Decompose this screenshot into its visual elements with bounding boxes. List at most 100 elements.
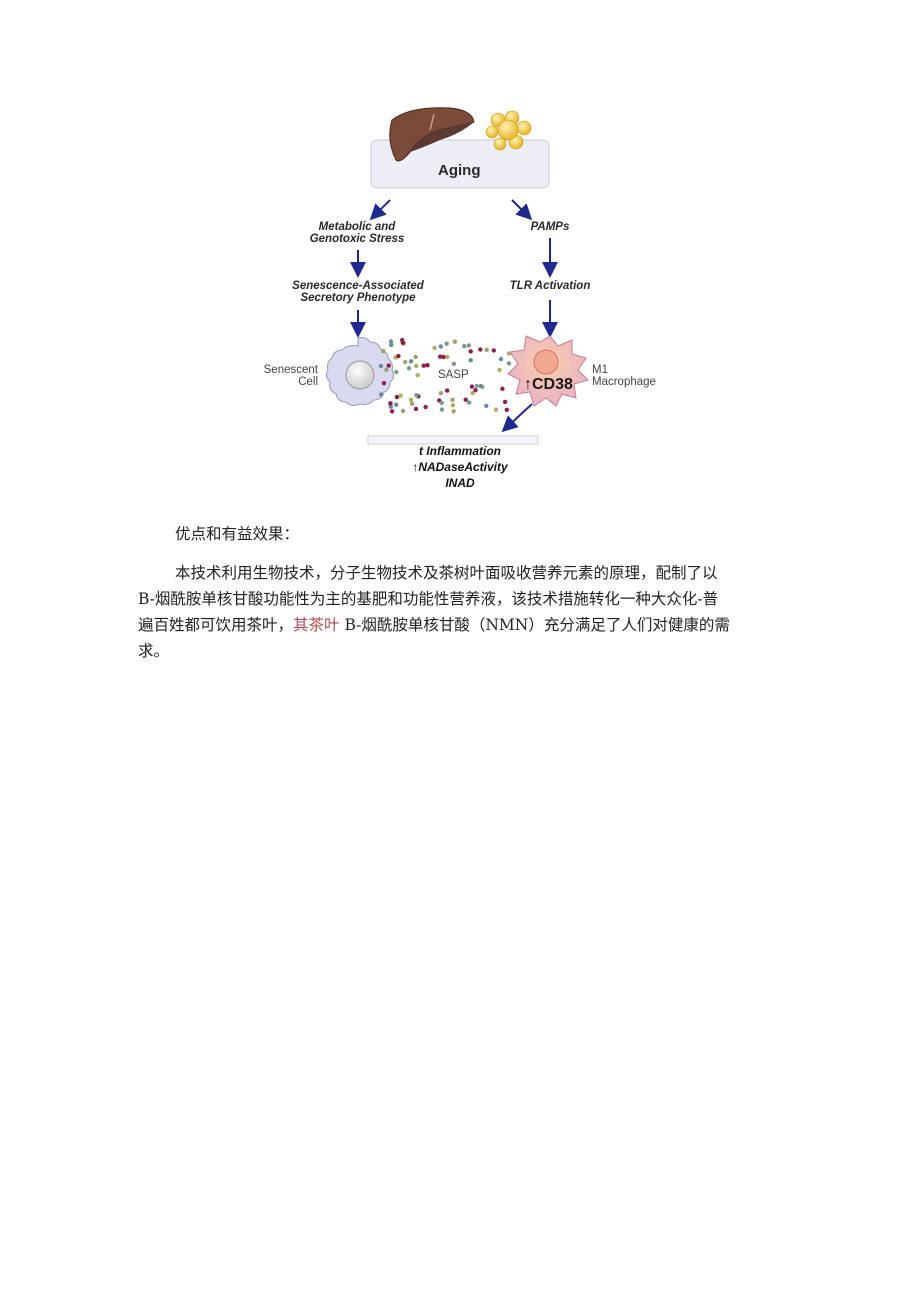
sasp-label: SASP <box>438 369 469 381</box>
sasp-particle <box>451 361 457 366</box>
sasp-particle <box>403 359 408 365</box>
sasp-particle <box>394 369 399 375</box>
sasp-particle <box>394 394 400 400</box>
sasp-particle <box>493 407 499 412</box>
sasp-particle <box>439 407 445 412</box>
sasp-particle <box>425 363 430 368</box>
sasp-particle <box>386 363 391 368</box>
senescent-cell-line2: Cell <box>298 376 318 388</box>
sasp-particle <box>384 367 389 372</box>
pamps-label: PAMPs <box>530 221 570 233</box>
sasp-particle <box>468 349 473 354</box>
sasp-particle <box>389 409 395 414</box>
sasp-particle <box>400 408 406 414</box>
sasp-particle <box>451 409 456 414</box>
sasp-particle <box>408 359 414 364</box>
sasp-particle <box>478 383 484 389</box>
sasp-particle <box>378 363 384 369</box>
sasp-particle <box>414 363 419 369</box>
sasp-particle <box>500 386 505 391</box>
sasp-particle <box>469 384 475 389</box>
sasp-particle <box>463 397 468 402</box>
sasp-particle <box>452 339 458 344</box>
sasp-particle <box>478 347 483 352</box>
sasp-particle <box>450 397 455 402</box>
sasp-particle <box>473 388 478 393</box>
sasp-particle <box>445 388 450 393</box>
paragraph-line-4: 求。 <box>138 642 170 660</box>
sasp-particle <box>502 399 508 405</box>
senescent-cell-label: Senescent Cell <box>256 364 318 388</box>
sasp-particle <box>423 404 428 410</box>
sasp-particle <box>439 400 444 405</box>
macrophage-line2: Macrophage <box>592 376 656 388</box>
sasp-particle <box>388 404 393 409</box>
outcome-inflammation: t Inflammation <box>418 444 501 458</box>
sasp-particle <box>381 381 387 386</box>
macrophage-line1: M1 <box>592 364 608 376</box>
cd38-label: ↑CD38 <box>524 376 573 393</box>
senescent-cell-line1: Senescent <box>263 364 318 376</box>
figure-graphics <box>325 107 589 445</box>
outcome-nad: INAD <box>445 476 475 490</box>
sasp-particle <box>438 354 443 359</box>
sasp-phenotype-line1: Senescence-Associated <box>292 280 424 292</box>
sasp-particle <box>497 367 502 373</box>
sasp-particle <box>466 400 472 405</box>
arrow-macrophage-to-outcome <box>501 403 533 433</box>
sasp-particle <box>394 402 399 407</box>
aging-label: Aging <box>438 162 481 179</box>
sasp-particle <box>484 347 489 352</box>
paragraph-line-2: B-烟酰胺单核甘酸功能性为主的基肥和功能性营养液，该技术措施转化一种大众化-普 <box>138 590 719 608</box>
sasp-particle <box>450 403 456 408</box>
aging-pathway-figure: Aging Metabolic and Genotoxic Stress PAM… <box>250 100 670 500</box>
sasp-particle <box>491 348 496 353</box>
arrow-aging-to-pamps <box>511 199 533 221</box>
tlr-activation-label: TLR Activation <box>509 280 591 292</box>
body-paragraph: 本技术利用生物技术，分子生物技术及茶树叶面吸收营养元素的原理，配制了以 B-烟酰… <box>138 560 788 664</box>
sasp-particle <box>388 339 394 344</box>
metabolic-stress-label: Metabolic and Genotoxic Stress <box>302 221 412 245</box>
sasp-particle <box>504 407 509 412</box>
outcome-nadase: ↑NADaseActivity <box>412 460 508 474</box>
sasp-particle <box>415 373 420 378</box>
highlighted-text: 其茶叶 <box>293 616 340 634</box>
metabolic-stress-line2: Genotoxic Stress <box>309 233 405 245</box>
sasp-particle <box>406 366 412 371</box>
sasp-particle <box>413 354 418 360</box>
section-heading: 优点和有益效果： <box>175 525 300 543</box>
sasp-particle <box>470 390 475 396</box>
sasp-particle <box>474 383 479 389</box>
sasp-particle <box>408 397 414 402</box>
sasp-particle <box>466 343 471 348</box>
sasp-particle <box>378 392 384 397</box>
sasp-particle <box>438 344 443 349</box>
paragraph-line-1: 本技术利用生物技术，分子生物技术及茶树叶面吸收营养元素的原理，配制了以 <box>175 564 718 582</box>
arrow-aging-to-stress <box>369 199 391 221</box>
sasp-particle <box>421 363 426 368</box>
metabolic-stress-line1: Metabolic and <box>318 221 396 233</box>
sasp-particle <box>398 393 403 398</box>
sasp-particle <box>445 354 450 360</box>
fat-cells-icon <box>485 110 532 151</box>
outcome-box <box>367 435 539 445</box>
aging-box <box>370 139 550 189</box>
sasp-particle <box>468 358 473 363</box>
line3-text-a: 遍百姓都可饮用茶叶， <box>138 616 294 634</box>
sasp-particle <box>432 345 437 351</box>
macrophage-label: M1 Macrophage <box>592 364 656 388</box>
sasp-particle <box>400 337 405 343</box>
sasp-particle <box>388 401 393 406</box>
sasp-phenotype-label: Senescence-Associated Secretory Phenotyp… <box>278 280 438 304</box>
sasp-particle <box>389 342 394 348</box>
sasp-particle <box>414 393 419 398</box>
sasp-particle <box>438 391 444 396</box>
line3-text-b: B-烟酰胺单核甘酸（NMN）充分满足了人们对健康的需 <box>339 616 730 634</box>
sasp-particle <box>396 353 401 359</box>
sasp-particle <box>381 348 386 354</box>
sasp-particles <box>378 337 512 414</box>
sasp-phenotype-line2: Secretory Phenotype <box>300 292 416 304</box>
sasp-particle <box>484 403 489 409</box>
sasp-particle <box>498 356 504 362</box>
sasp-particle <box>462 344 467 349</box>
